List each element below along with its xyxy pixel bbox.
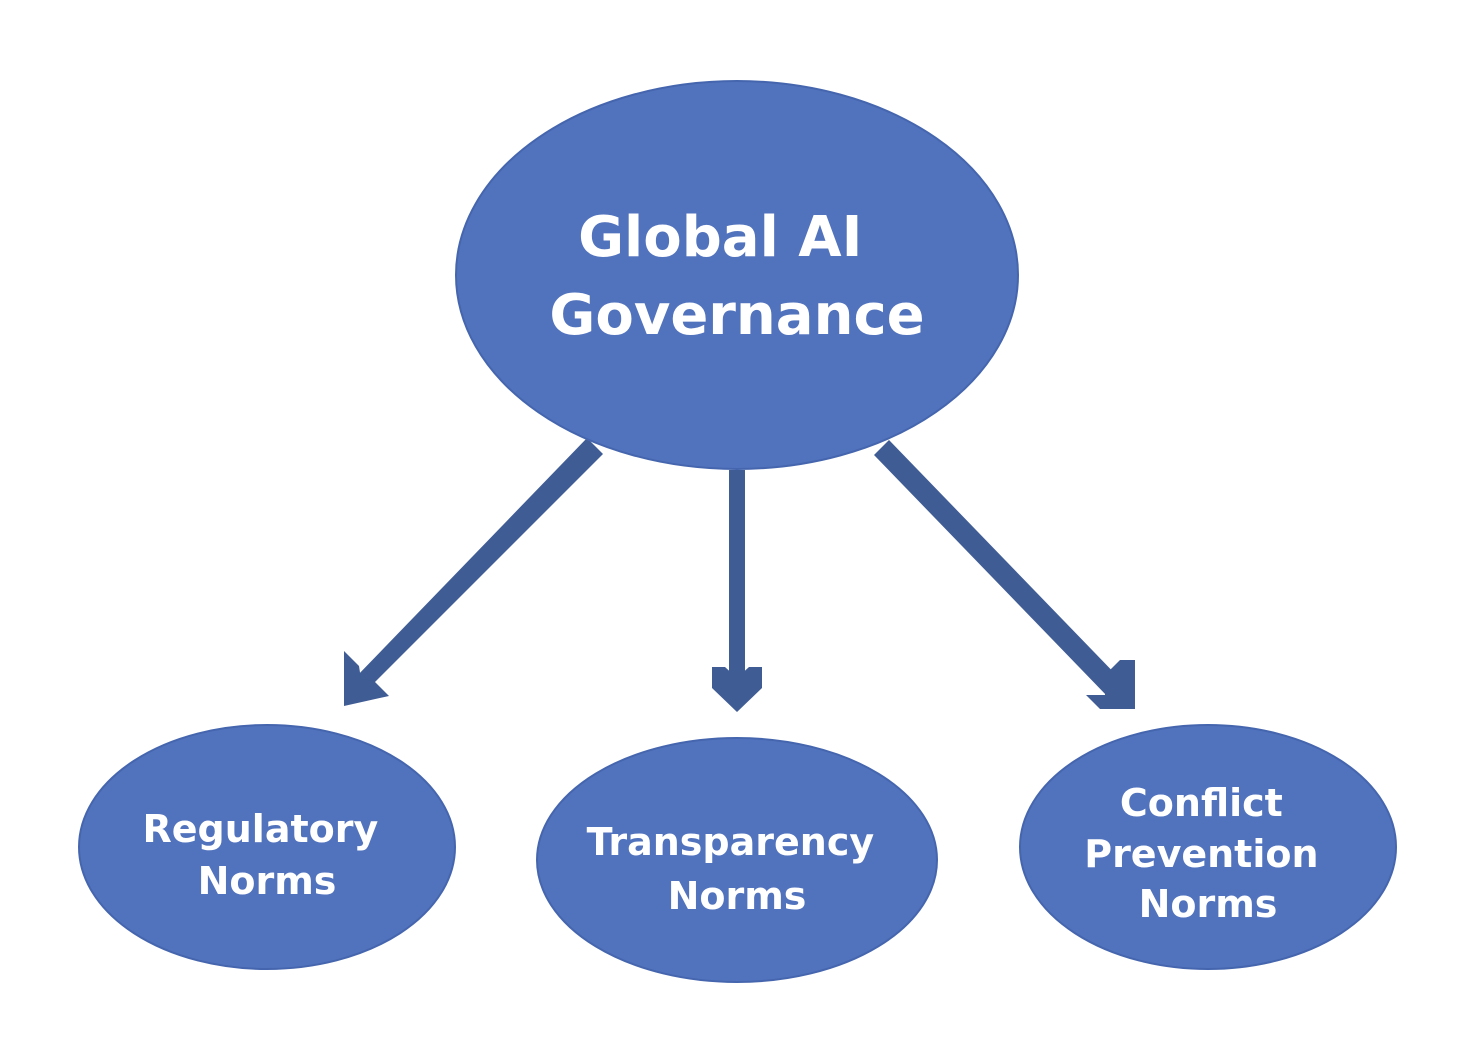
root-ellipse [455, 80, 1019, 470]
arrows [344, 438, 1135, 712]
root-label-line-2: Governance [549, 283, 924, 348]
regulatory-ellipse [78, 724, 456, 970]
regulatory-label: Regulatory Norms [143, 807, 392, 903]
root-node: Global AI Governance [455, 80, 1019, 470]
arrow-to-transparency [712, 470, 762, 712]
transparency-label-line-2: Norms [668, 874, 807, 918]
root-label-line-1: Global AI [578, 205, 862, 270]
conflict-prevention-label: Conflict Prevention Norms [1084, 781, 1332, 926]
arrow-to-conflict-prevention [874, 440, 1135, 709]
child-node-regulatory: Regulatory Norms [78, 724, 456, 970]
transparency-ellipse [536, 737, 938, 983]
root-label: Global AI Governance [549, 205, 924, 348]
transparency-label: Transparency Norms [587, 820, 888, 918]
conflict-prevention-label-line-2: Prevention [1084, 832, 1318, 876]
child-node-conflict-prevention: Conflict Prevention Norms [1019, 724, 1397, 970]
arrow-to-regulatory [344, 438, 603, 706]
regulatory-label-line-1: Regulatory [143, 807, 379, 851]
child-node-transparency: Transparency Norms [536, 737, 938, 983]
transparency-label-line-1: Transparency [587, 820, 875, 864]
conflict-prevention-label-line-3: Norms [1139, 882, 1278, 926]
conflict-prevention-ellipse [1019, 724, 1397, 970]
regulatory-label-line-2: Norms [198, 859, 337, 903]
conflict-prevention-label-line-1: Conflict [1120, 781, 1283, 825]
